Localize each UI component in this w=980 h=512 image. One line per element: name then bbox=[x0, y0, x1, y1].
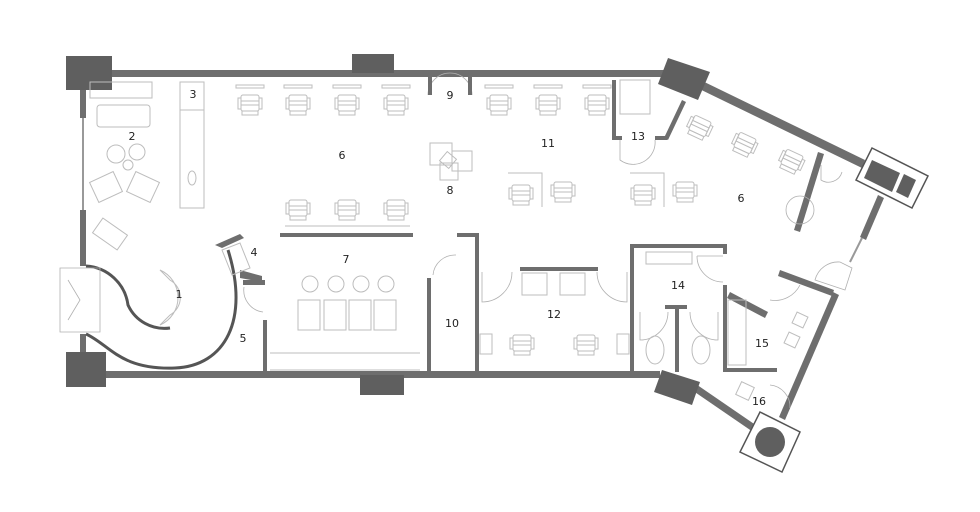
room-label-9: 9 bbox=[447, 89, 454, 102]
room-label-16: 16 bbox=[752, 395, 766, 408]
room-label-5: 5 bbox=[240, 332, 247, 345]
room-label-2: 2 bbox=[129, 130, 136, 143]
structural-columns bbox=[66, 54, 930, 474]
room-label-6: 6 bbox=[339, 149, 346, 162]
column-box-round bbox=[738, 410, 801, 474]
room-label-6-east: 6 bbox=[738, 192, 745, 205]
furniture bbox=[88, 79, 809, 401]
room-label-10: 10 bbox=[445, 317, 459, 330]
doors bbox=[59, 72, 853, 409]
exterior-walls bbox=[80, 70, 884, 434]
interior-walls bbox=[85, 80, 834, 372]
room-label-8: 8 bbox=[447, 184, 454, 197]
room-label-12: 12 bbox=[547, 308, 561, 321]
room-label-3: 3 bbox=[190, 88, 197, 101]
equipment-box bbox=[854, 146, 930, 210]
room-label-15: 15 bbox=[755, 337, 769, 350]
room-label-1: 1 bbox=[176, 288, 183, 301]
room-label-7: 7 bbox=[343, 253, 350, 266]
room-label-11: 11 bbox=[541, 137, 555, 150]
room-label-14: 14 bbox=[671, 279, 685, 292]
room-label-4: 4 bbox=[251, 246, 258, 259]
room-labels: 1 2 3 4 5 6 7 8 9 10 11 12 13 14 15 16 6 bbox=[129, 88, 770, 408]
room-label-13: 13 bbox=[631, 130, 645, 143]
